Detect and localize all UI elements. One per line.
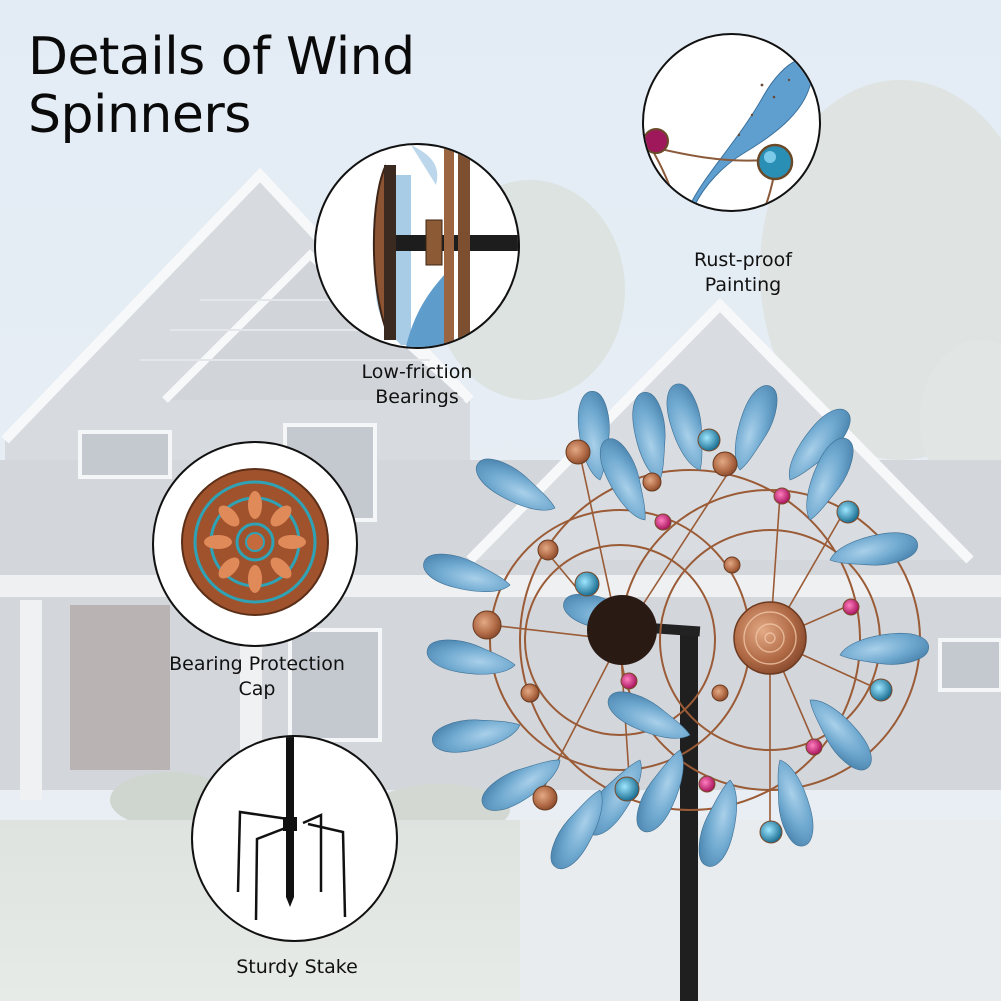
callout-label-line-1: Low-friction [361, 361, 473, 383]
callout-label-line-2: Bearings [375, 386, 459, 408]
blue-petal-with-gems-icon [644, 58, 813, 210]
callout-label: Rust-proof Painting [694, 248, 792, 298]
title-line-2: Spinners [28, 85, 251, 145]
bearings-detail-circle [314, 143, 520, 349]
callout-label: Sturdy Stake [236, 955, 358, 980]
callout-label: Bearing Protection Cap [169, 652, 345, 702]
title-line-1: Details of Wind [28, 27, 415, 87]
copper-medallion-icon [181, 468, 329, 616]
five-prong-stake-icon [236, 737, 347, 921]
callout-label-line-2: Cap [238, 678, 276, 700]
page-title: Details of Wind Spinners [28, 28, 415, 144]
rust-proof-detail-circle [642, 33, 821, 212]
callout-label-line-1: Sturdy Stake [236, 956, 358, 978]
callout-label-line-1: Bearing Protection [169, 653, 345, 675]
cap-detail-circle [152, 441, 358, 647]
callout-label: Low-friction Bearings [362, 360, 473, 410]
axle-bearing-icon [372, 145, 518, 347]
stake-detail-circle [191, 735, 398, 942]
callout-label-line-1: Rust-proof [694, 249, 792, 271]
callout-label-line-2: Painting [704, 274, 782, 296]
